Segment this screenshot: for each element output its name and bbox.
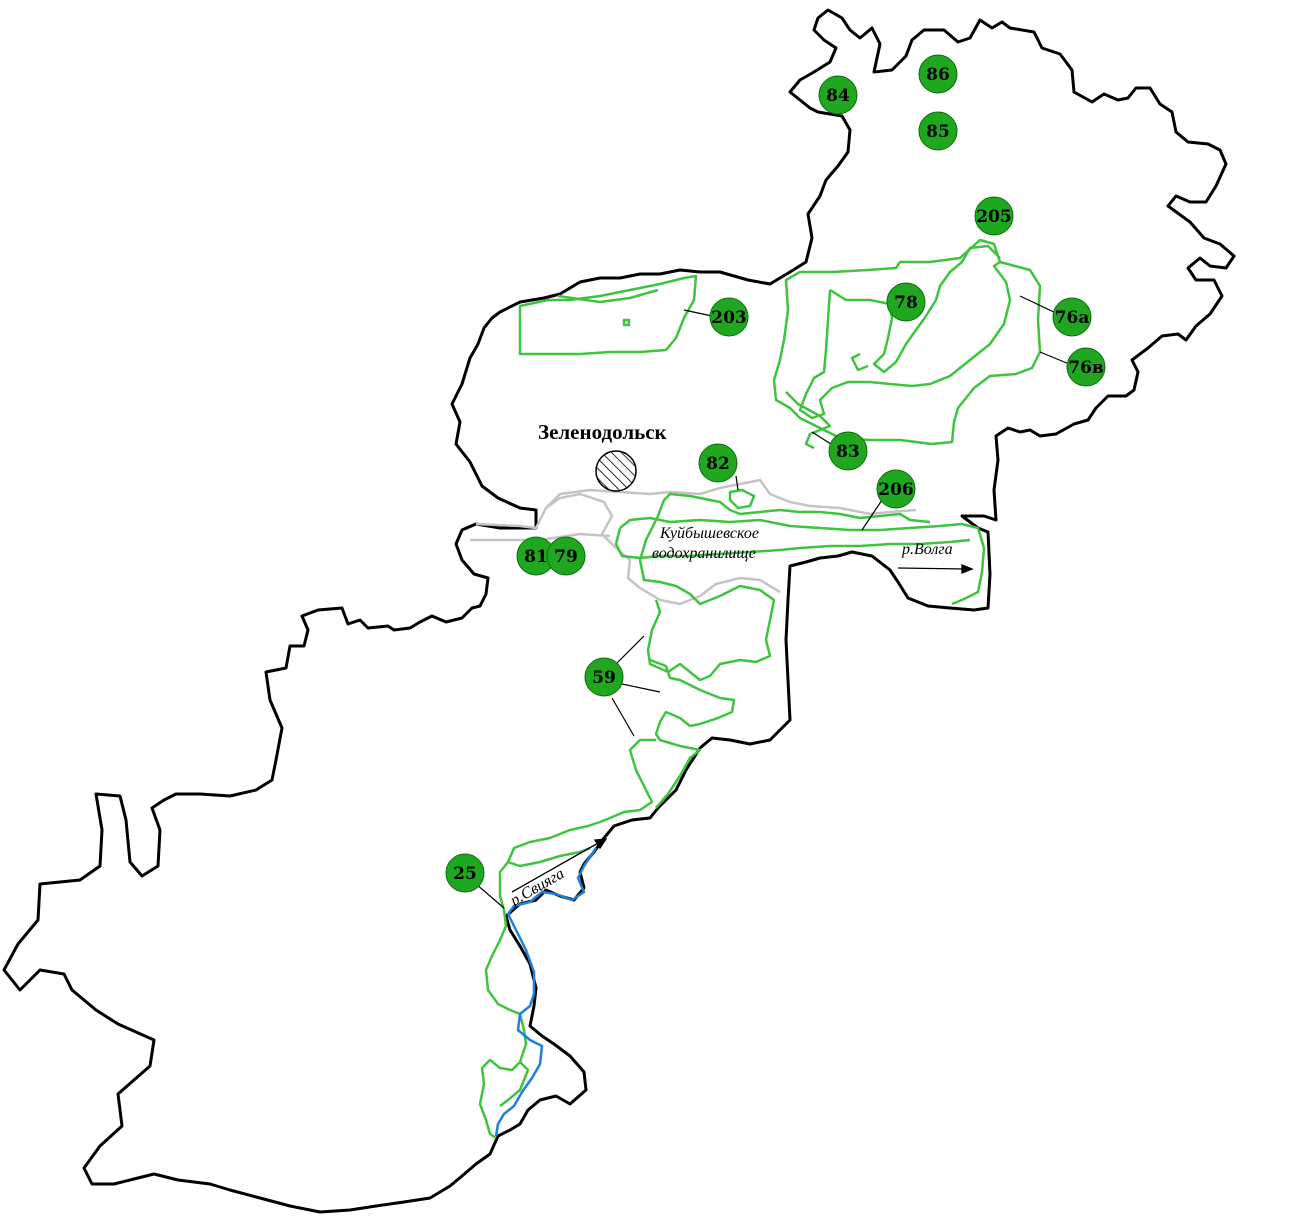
- site-marker-label: 83: [836, 442, 860, 462]
- site-marker-circle: [1066, 347, 1106, 387]
- site-marker-label: 81: [524, 547, 548, 567]
- site-marker-circle: [584, 657, 624, 697]
- site-marker-83: 83: [828, 431, 868, 471]
- site-marker-circle: [918, 111, 958, 151]
- protected-areas: [478, 238, 1042, 1140]
- site-marker-label: 203: [711, 308, 747, 328]
- site-marker-label: 76а: [1055, 308, 1090, 328]
- site-marker-76v: 76в: [1066, 347, 1106, 387]
- site-markers: 84 86 85 205 203 78 76а 76в 83 82 206 81 79 59 25: [445, 54, 1106, 893]
- site-marker-label: 76в: [1068, 358, 1104, 378]
- reservoir-label-line1: Куйбышевское: [659, 525, 759, 542]
- site-marker-label: 25: [453, 864, 477, 884]
- district-boundary: [2, 8, 1236, 1214]
- site-marker-circle: [445, 853, 485, 893]
- site-marker-circle: [546, 536, 586, 576]
- site-marker-label: 206: [878, 480, 914, 500]
- site-marker-circle: [828, 431, 868, 471]
- site-marker-label: 205: [976, 207, 1012, 227]
- site-marker-79: 79: [546, 536, 586, 576]
- site-marker-circle: [918, 54, 958, 94]
- city-label: Зеленодольск: [538, 420, 668, 444]
- site-marker-circle: [886, 282, 926, 322]
- volga-label: р.Волга: [901, 541, 953, 558]
- site-marker-label: 78: [894, 293, 918, 313]
- site-marker-205: 205: [974, 196, 1014, 236]
- site-marker-circle: [698, 443, 738, 483]
- site-marker-label: 84: [826, 86, 850, 106]
- site-marker-label: 82: [706, 454, 730, 474]
- site-marker-label: 86: [926, 65, 950, 85]
- site-marker-label: 85: [926, 122, 950, 142]
- reservoir-label-line2: водохранилище: [652, 545, 756, 562]
- site-marker-circle: [709, 297, 749, 337]
- arrows: [511, 564, 974, 893]
- site-marker-82: 82: [698, 443, 738, 483]
- site-marker-label: 59: [592, 668, 616, 688]
- site-marker-203: 203: [709, 297, 749, 337]
- site-marker-circle: [876, 469, 916, 509]
- site-marker-circle: [974, 196, 1014, 236]
- city-symbol: [595, 450, 637, 492]
- site-marker-59: 59: [584, 657, 624, 697]
- site-marker-label: 79: [554, 547, 578, 567]
- site-marker-86: 86: [918, 54, 958, 94]
- site-marker-25: 25: [445, 853, 485, 893]
- site-marker-circle: [818, 75, 858, 115]
- site-marker-84: 84: [818, 75, 858, 115]
- site-marker-85: 85: [918, 111, 958, 151]
- site-marker-76a: 76а: [1052, 297, 1092, 337]
- site-marker-78: 78: [886, 282, 926, 322]
- site-marker-206: 206: [876, 469, 916, 509]
- river-svijaga: [494, 847, 598, 1137]
- site-marker-circle: [1052, 297, 1092, 337]
